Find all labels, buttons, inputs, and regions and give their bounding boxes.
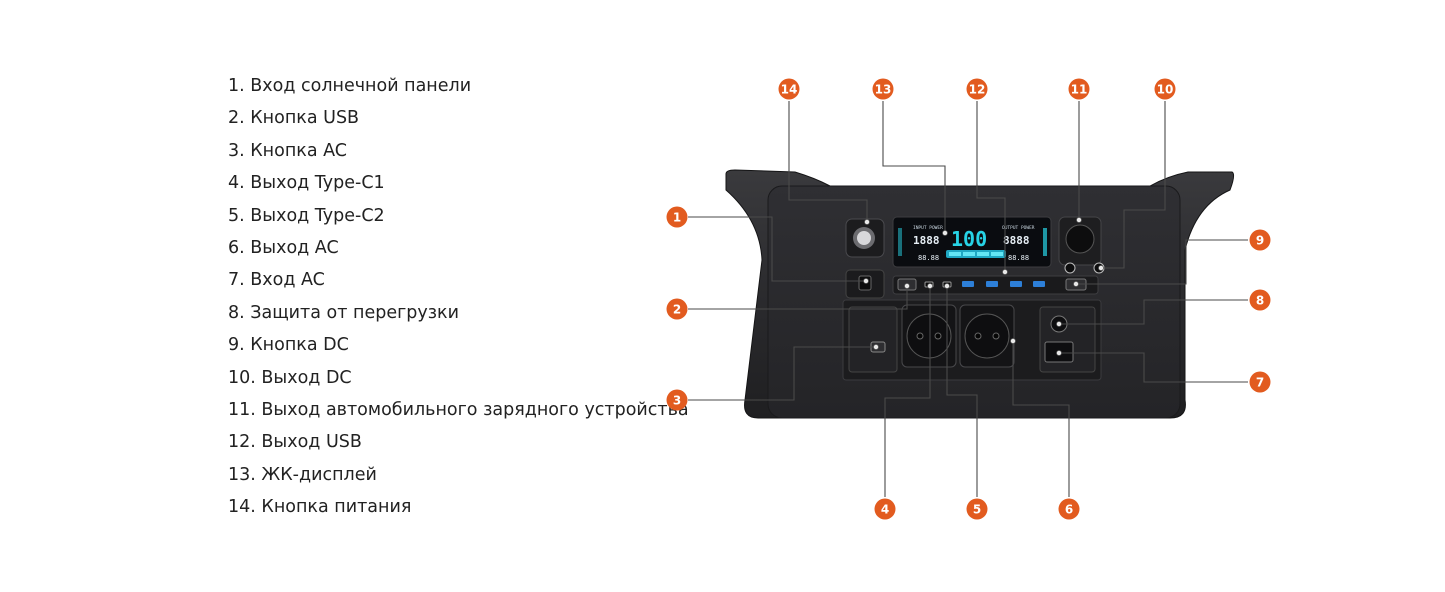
svg-text:5: 5: [973, 503, 981, 517]
legend-item-7: 7. Вход AC: [228, 270, 325, 291]
power-button[interactable]: [845, 218, 885, 258]
svg-text:7: 7: [1256, 376, 1264, 390]
leader-lines: [688, 101, 1248, 497]
legend-item-11: 11. Выход автомобильного зарядного устро…: [228, 399, 689, 420]
marker-1: 1: [666, 206, 688, 228]
lcd-percent: 100: [951, 227, 987, 251]
marker-14: 14: [778, 78, 800, 100]
marker-9: 9: [1249, 229, 1271, 251]
svg-text:9: 9: [1256, 234, 1264, 248]
marker-4: 4: [874, 498, 896, 520]
lcd-input-label: INPUT POWER: [913, 225, 943, 231]
leader-dots: [863, 217, 1104, 356]
svg-text:13: 13: [875, 83, 892, 97]
lcd-output-label: OUTPUT POWER: [1002, 225, 1035, 231]
marker-8: 8: [1249, 289, 1271, 311]
marker-2: 2: [666, 298, 688, 320]
marker-5: 5: [966, 498, 988, 520]
usb-port-2: [986, 281, 998, 287]
marker-7: 7: [1249, 371, 1271, 393]
legend-item-8: 8. Защита от перегрузки: [228, 302, 459, 323]
legend-item-12: 12. Выход USB: [228, 432, 362, 453]
marker-11: 11: [1068, 78, 1090, 100]
svg-text:3: 3: [673, 394, 681, 408]
legend-item-5: 5. Выход Type-C2: [228, 205, 385, 226]
lcd-display: INPUT POWER OUTPUT POWER 1888 100 8888 8…: [892, 216, 1052, 268]
marker-13: 13: [872, 78, 894, 100]
legend-item-14: 14. Кнопка питания: [228, 497, 412, 518]
lcd-input-sub: 88.88: [918, 254, 939, 262]
legend-item-3: 3. Кнопка AC: [228, 140, 348, 161]
legend-list: 1. Вход солнечной панели 2. Кнопка USB 3…: [228, 70, 689, 523]
legend-item-2: 2. Кнопка USB: [228, 108, 360, 129]
ac-socket-2: [959, 304, 1015, 368]
marker-12: 12: [966, 78, 988, 100]
svg-text:14: 14: [781, 83, 798, 97]
marker-6: 6: [1058, 498, 1080, 520]
car-charger-output: [1058, 216, 1102, 266]
port-strip: [892, 275, 1099, 295]
svg-text:8: 8: [1256, 294, 1264, 308]
svg-text:6: 6: [1065, 503, 1073, 517]
legend-item-4: 4. Выход Type-C1: [228, 173, 385, 194]
legend-item-1: 1. Вход солнечной панели: [228, 76, 472, 96]
legend-item-13: 13. ЖК-дисплей: [228, 464, 377, 485]
svg-text:11: 11: [1071, 83, 1088, 97]
usb-port-1: [962, 281, 974, 287]
lcd-input-value: 1888: [913, 234, 940, 247]
svg-text:10: 10: [1157, 83, 1174, 97]
svg-text:2: 2: [673, 303, 681, 317]
lcd-output-sub: 88.88: [1008, 254, 1029, 262]
svg-text:4: 4: [881, 503, 889, 517]
marker-10: 10: [1154, 78, 1176, 100]
usb-port-4: [1033, 281, 1045, 287]
marker-3: 3: [666, 389, 688, 411]
solar-input-port: [845, 269, 885, 299]
legend-item-9: 9. Кнопка DC: [228, 335, 349, 356]
legend-item-10: 10. Выход DC: [228, 367, 352, 388]
ac-socket-1: [901, 304, 957, 368]
lcd-output-value: 8888: [1003, 234, 1030, 247]
svg-text:12: 12: [969, 83, 986, 97]
usb-port-3: [1010, 281, 1022, 287]
legend-item-6: 6. Выход AC: [228, 237, 339, 258]
svg-text:1: 1: [673, 211, 681, 225]
ac-panel: [842, 299, 1102, 381]
